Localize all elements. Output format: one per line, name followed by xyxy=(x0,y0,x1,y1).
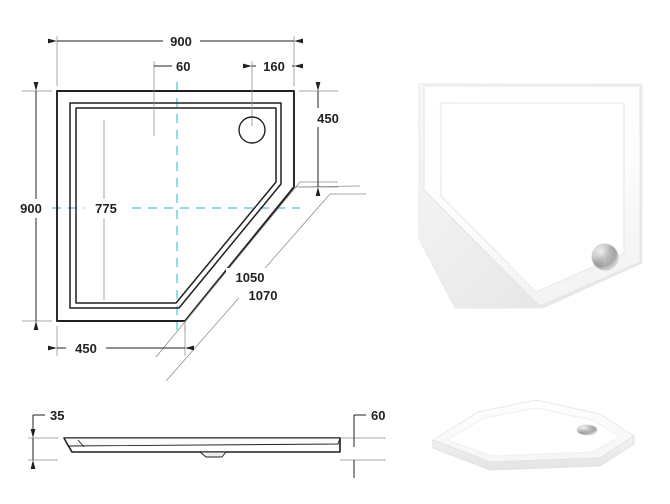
render-persp-front-face xyxy=(432,435,635,471)
dimension-drain-160: 160 xyxy=(243,56,303,74)
section-view: 35 60 xyxy=(28,408,386,478)
dimension-label-35: 35 xyxy=(50,408,64,423)
centerlines xyxy=(36,82,300,330)
dimension-diagonal-1070: 1070 xyxy=(239,286,287,304)
dimension-label-900-left: 900 xyxy=(20,201,42,216)
dimension-label-900-top: 900 xyxy=(170,34,192,49)
plan-rim-outlines xyxy=(69,102,282,309)
render-perspective-view xyxy=(431,399,635,471)
plan-drain-circle xyxy=(238,116,266,144)
plan-rim-outer xyxy=(69,102,282,309)
dimension-label-450-right: 450 xyxy=(317,111,339,126)
dimension-chamfer-450-bottom: 450 xyxy=(48,338,194,357)
plan-rim-inner xyxy=(75,107,277,304)
dimension-label-1050: 1050 xyxy=(236,270,265,285)
dimension-height-900: 900 xyxy=(12,82,52,330)
dimension-label-450-bottom: 450 xyxy=(75,341,97,356)
dimension-diagonal-1050: 1050 xyxy=(226,268,274,286)
dimension-offset-60: 60 xyxy=(154,59,190,74)
render-persp-basin xyxy=(445,407,622,457)
section-profile-body xyxy=(63,437,341,458)
dimension-inner-775: 775 xyxy=(85,199,127,218)
render-top-drain xyxy=(591,243,619,271)
dimension-thickness-35: 35 xyxy=(30,408,64,469)
render-top-view xyxy=(418,83,643,309)
dimension-label-160: 160 xyxy=(263,59,285,74)
dimension-label-60: 60 xyxy=(371,408,385,423)
render-persp-drain xyxy=(576,424,598,436)
plan-outer-outline xyxy=(56,90,295,322)
dimension-height-60: 60 xyxy=(353,408,385,478)
dimension-label-60: 60 xyxy=(176,59,190,74)
dimension-chamfer-450-right: 450 xyxy=(309,82,347,196)
dimension-label-1070: 1070 xyxy=(249,288,278,303)
dimension-label-775: 775 xyxy=(95,201,117,216)
dimension-width-900: 900 xyxy=(48,31,303,49)
